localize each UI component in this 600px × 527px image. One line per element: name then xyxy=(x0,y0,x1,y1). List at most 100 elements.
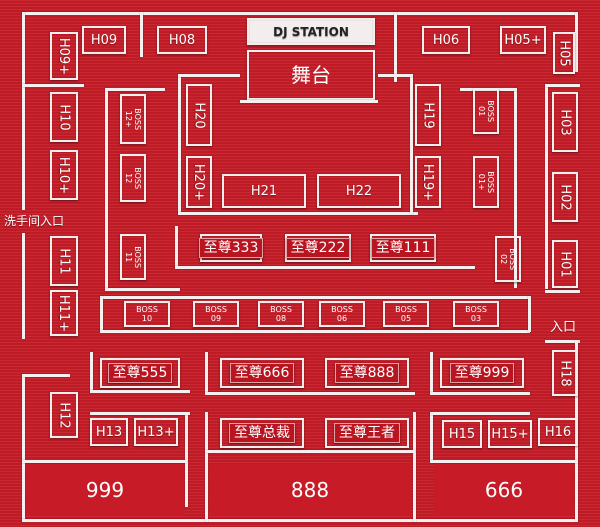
h13-row-frame-top xyxy=(90,412,190,415)
booth-h08-label: H08 xyxy=(168,32,196,48)
wall-left-lower xyxy=(22,374,25,522)
boss-08[interactable]: BOSS 08 xyxy=(258,301,304,327)
booth-h01[interactable]: H01 xyxy=(552,240,578,288)
booth-h01-label: H01 xyxy=(557,250,573,278)
booth-h20-plus[interactable]: H20+ xyxy=(186,156,212,208)
booth-h19-plus-label: H19+ xyxy=(420,163,436,201)
boss-01-label: BOSS 01 xyxy=(477,100,496,122)
boss-11[interactable]: BOSS 11 xyxy=(120,234,146,280)
boss-10-label: BOSS 10 xyxy=(136,304,158,323)
booth-h19-plus[interactable]: H19+ xyxy=(415,156,441,208)
booth-h13[interactable]: H13 xyxy=(90,418,128,446)
stage-edge xyxy=(240,100,378,103)
booth-h13-plus[interactable]: H13+ xyxy=(134,418,178,446)
booth-h11[interactable]: H11 xyxy=(50,236,78,286)
booth-h09-plus[interactable]: H09+ xyxy=(50,32,78,80)
booth-h20[interactable]: H20 xyxy=(186,84,212,146)
supreme-999-label: 至尊999 xyxy=(449,363,515,383)
booth-h06[interactable]: H06 xyxy=(422,26,470,54)
supreme-555[interactable]: 至尊555 xyxy=(100,358,180,388)
supreme-222-label: 至尊222 xyxy=(285,238,351,258)
supreme-222[interactable]: 至尊222 xyxy=(285,234,351,262)
h15-row-frame-top xyxy=(430,412,530,415)
booth-h18-label: H18 xyxy=(557,359,573,387)
wall-bottom xyxy=(22,519,578,522)
wall-top-left-post xyxy=(140,12,143,57)
booth-h22[interactable]: H22 xyxy=(317,174,401,208)
boss-01[interactable]: BOSS 01 xyxy=(473,88,499,134)
supreme-111[interactable]: 至尊111 xyxy=(370,234,436,262)
booth-h13-plus-label: H13+ xyxy=(137,424,175,440)
zone-666[interactable]: 666 xyxy=(434,464,574,516)
zone-999[interactable]: 999 xyxy=(26,464,184,516)
boss-12[interactable]: BOSS 12 xyxy=(120,154,146,202)
zone-888[interactable]: 888 xyxy=(209,464,411,516)
boss-12-plus[interactable]: BOSS 12+ xyxy=(120,94,146,144)
zone-666-top xyxy=(430,460,578,463)
booth-h03-label: H03 xyxy=(557,108,573,136)
booth-h11-plus-label: H11+ xyxy=(56,294,72,332)
boss-05[interactable]: BOSS 05 xyxy=(383,301,429,327)
boss-03[interactable]: BOSS 03 xyxy=(453,301,499,327)
right-lounge-frame xyxy=(514,88,517,288)
inner-frame-bottom xyxy=(178,212,418,215)
booth-h06-label: H06 xyxy=(432,32,460,48)
booth-h20-label: H20 xyxy=(191,101,207,129)
booth-h09[interactable]: H09 xyxy=(82,26,126,54)
boss-01-plus[interactable]: BOSS 01+ xyxy=(473,156,499,208)
booth-h05-plus[interactable]: H05+ xyxy=(500,26,546,54)
booth-h10-plus[interactable]: H10+ xyxy=(50,150,78,200)
booth-h05[interactable]: H05 xyxy=(553,32,575,74)
booth-h12[interactable]: H12 xyxy=(50,392,78,438)
booth-h15[interactable]: H15 xyxy=(442,420,482,448)
supreme-111-label: 至尊111 xyxy=(370,238,436,258)
wall-left-lower-cap xyxy=(22,374,70,377)
lower-right-frame-bottom xyxy=(430,392,530,395)
booth-h02[interactable]: H02 xyxy=(552,172,578,222)
wall-right-divider xyxy=(545,84,580,87)
booth-h02-label: H02 xyxy=(557,183,573,211)
left-lounge-frame xyxy=(105,88,108,288)
wall-left-divider xyxy=(22,84,84,87)
booth-h09-plus-label: H09+ xyxy=(56,37,72,75)
zone-999-label: 999 xyxy=(85,478,125,502)
booth-h15-plus[interactable]: H15+ xyxy=(488,420,532,448)
wall-right-top xyxy=(575,12,578,72)
zone-divider-mid-right xyxy=(413,412,416,522)
supreme-888[interactable]: 至尊888 xyxy=(325,358,409,388)
wall-top-right-post xyxy=(394,12,397,82)
booth-h08[interactable]: H08 xyxy=(157,26,207,54)
boss-06-label: BOSS 06 xyxy=(331,304,353,323)
boss-09[interactable]: BOSS 09 xyxy=(193,301,239,327)
boss-10[interactable]: BOSS 10 xyxy=(124,301,170,327)
booth-h16[interactable]: H16 xyxy=(538,418,578,446)
booth-h15-label: H15 xyxy=(448,426,476,442)
boss-06[interactable]: BOSS 06 xyxy=(319,301,365,327)
supreme-president[interactable]: 至尊总裁 xyxy=(220,418,304,448)
booth-h11-plus[interactable]: H11+ xyxy=(50,290,78,336)
booth-h19-label: H19 xyxy=(420,101,436,129)
booth-h21[interactable]: H21 xyxy=(222,174,306,208)
left-lounge-frame-bottom xyxy=(105,288,180,291)
supreme-king[interactable]: 至尊王者 xyxy=(325,418,409,448)
booth-h19[interactable]: H19 xyxy=(415,84,441,146)
supreme-666[interactable]: 至尊666 xyxy=(220,358,304,388)
booth-h18[interactable]: H18 xyxy=(552,350,578,396)
boss-02[interactable]: BOSS 02 xyxy=(495,236,521,282)
supreme-333[interactable]: 至尊333 xyxy=(198,234,264,262)
dj-station-label: DJ STATION xyxy=(273,24,349,39)
booth-h05-label: H05 xyxy=(556,39,572,67)
lower-mid-frame-bottom xyxy=(205,392,415,395)
supreme-999[interactable]: 至尊999 xyxy=(440,358,524,388)
inner-frame-left xyxy=(178,74,181,214)
booth-h05-plus-label: H05+ xyxy=(504,32,542,48)
booth-h10-plus-label: H10+ xyxy=(56,156,72,194)
supreme-888-label: 至尊888 xyxy=(334,363,400,383)
supreme-king-label: 至尊王者 xyxy=(334,423,400,443)
wall-entrance-top xyxy=(545,290,580,293)
boss-09-label: BOSS 09 xyxy=(205,304,227,323)
booth-h13-label: H13 xyxy=(95,424,123,440)
booth-h03[interactable]: H03 xyxy=(552,92,578,152)
booth-h10[interactable]: H10 xyxy=(50,92,78,142)
